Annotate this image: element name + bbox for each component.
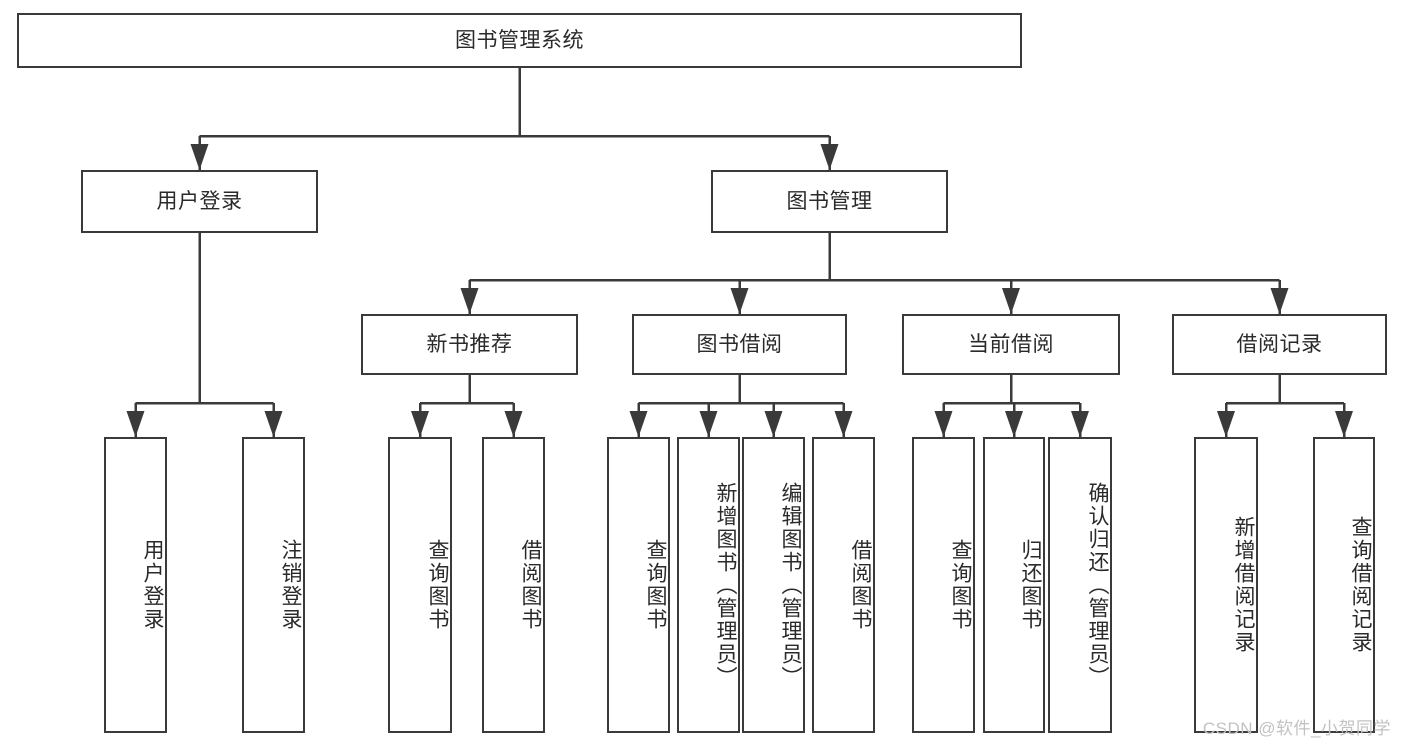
node-leaf_7[interactable]: 借阅图书 (812, 437, 875, 733)
node-l3_3[interactable]: 借阅记录 (1172, 314, 1387, 375)
arrowhead (504, 411, 523, 437)
arrowhead (699, 411, 718, 437)
node-label: 查询借阅记录 (1349, 516, 1372, 654)
node-leaf_11[interactable]: 新增借阅记录 (1194, 437, 1258, 733)
node-l3_0[interactable]: 新书推荐 (361, 314, 578, 375)
node-leaf_5[interactable]: 新增图书（管理员） (677, 437, 740, 733)
node-label: 新书推荐 (426, 332, 513, 356)
arrowhead (411, 411, 429, 437)
node-l2_0[interactable]: 用户登录 (81, 170, 318, 233)
arrowhead (834, 411, 853, 437)
node-leaf_0[interactable]: 用户登录 (104, 437, 167, 733)
node-label: 当前借阅 (968, 332, 1054, 356)
node-leaf_3[interactable]: 借阅图书 (482, 437, 545, 733)
arrowhead (629, 411, 648, 437)
node-leaf_6[interactable]: 编辑图书（管理员） (742, 437, 805, 733)
node-l2_1[interactable]: 图书管理 (711, 170, 948, 233)
arrowhead (764, 411, 783, 437)
node-label: 借阅记录 (1236, 332, 1323, 356)
node-label: 图书借阅 (696, 332, 783, 356)
arrowhead (1335, 411, 1353, 437)
arrowhead (460, 288, 479, 314)
node-label: 图书管理系统 (455, 28, 584, 52)
arrowhead (1217, 411, 1235, 437)
node-label: 注销登录 (279, 539, 302, 631)
node-label: 查询图书 (426, 539, 449, 631)
node-label: 确认归还（管理员） (1086, 481, 1109, 689)
node-leaf_4[interactable]: 查询图书 (607, 437, 670, 733)
arrowhead (730, 288, 749, 314)
node-label: 归还图书 (1019, 539, 1042, 631)
node-leaf_9[interactable]: 归还图书 (983, 437, 1045, 733)
node-leaf_1[interactable]: 注销登录 (242, 437, 305, 733)
node-root[interactable]: 图书管理系统 (17, 13, 1022, 68)
node-label: 借阅图书 (849, 539, 872, 631)
arrowhead (190, 144, 209, 170)
node-l3_2[interactable]: 当前借阅 (902, 314, 1120, 375)
arrowhead (126, 411, 145, 437)
node-leaf_12[interactable]: 查询借阅记录 (1313, 437, 1375, 733)
node-leaf_10[interactable]: 确认归还（管理员） (1048, 437, 1112, 733)
arrowhead (1270, 288, 1289, 314)
node-leaf_2[interactable]: 查询图书 (388, 437, 452, 733)
arrowhead (1071, 411, 1089, 437)
node-label: 用户登录 (156, 189, 243, 213)
node-label: 查询图书 (644, 539, 667, 631)
node-label: 图书管理 (786, 189, 873, 213)
node-label: 新增图书（管理员） (714, 481, 737, 689)
node-label: 编辑图书（管理员） (779, 481, 802, 689)
node-label: 用户登录 (141, 539, 164, 631)
node-label: 借阅图书 (519, 539, 542, 631)
arrowhead (264, 411, 283, 437)
arrowhead (934, 411, 953, 437)
node-l3_1[interactable]: 图书借阅 (632, 314, 847, 375)
node-label: 新增借阅记录 (1232, 516, 1255, 654)
arrowhead (820, 144, 839, 170)
node-label: 查询图书 (949, 539, 972, 631)
arrowhead (1005, 411, 1023, 437)
node-leaf_8[interactable]: 查询图书 (912, 437, 975, 733)
arrowhead (1002, 288, 1020, 314)
